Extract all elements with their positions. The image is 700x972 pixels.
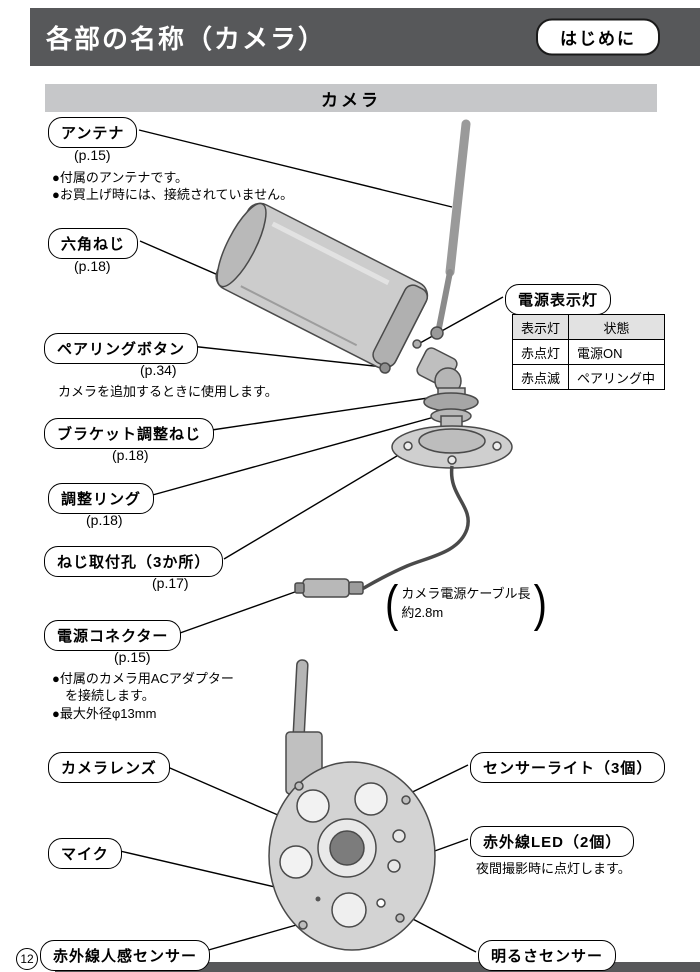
table-cell: ペアリング中 [568,364,665,390]
note-antenna-2: ●お買上げ時には、接続されていません。 [52,187,294,202]
ir-led-illustration [387,859,401,873]
table-row: 赤点灯 電源ON [512,339,665,365]
power-cable-illustration [361,465,470,591]
lens-inner [329,830,365,866]
table-cell: 電源ON [568,339,665,365]
label-adjust-ring: 調整リング [48,483,155,514]
label-camera-lens: カメラレンズ [48,752,170,783]
chapter-badge: はじめに [536,18,660,56]
page-ref-adjust-ring: (p.18) [86,512,123,528]
label-power-connector: 電源コネクター [44,620,182,651]
label-pairing-button: ペアリングボタン [44,333,199,364]
sensor-light-illustration [354,782,388,816]
page-header: 各部の名称（カメラ） はじめに [30,8,700,66]
page-ref-power-connector: (p.15) [114,649,151,665]
cable-note-line1: カメラ電源ケーブル長 [401,586,531,602]
label-ir-led: 赤外線LED（2個） [470,826,635,857]
label-mic: マイク [48,838,122,869]
note-pairing-button: カメラを追加するときに使用します。 [58,384,278,399]
label-bracket-screw: ブラケット調整ねじ [44,418,215,449]
sensor-light-illustration [296,789,330,823]
label-brightness-sensor: 明るさセンサー [478,940,617,971]
note-ir-led: 夜間撮影時に点灯します。 [476,861,631,876]
note-antenna-1: ●付属のアンテナです。 [52,170,189,185]
table-header-cell: 表示灯 [512,314,569,340]
table-row: 赤点滅 ペアリング中 [512,364,665,390]
camera-front-view [268,659,436,951]
footer-bar [55,962,700,972]
note-power-connector-3: ●最大外径φ13mm [52,706,157,721]
open-paren: ( [385,576,399,632]
close-paren: ) [533,576,547,632]
label-pir-sensor: 赤外線人感センサー [40,940,211,971]
antenna-front-illustration [292,659,309,739]
label-screw-holes: ねじ取付孔（3か所） [44,546,224,577]
mount-base-illustration [391,425,513,469]
camera-side-view [215,119,513,598]
label-hex-screw: 六角ねじ [48,228,139,259]
section-title: カメラ [45,84,657,112]
label-sensor-light: センサーライト（3個） [470,752,666,783]
page-title: 各部の名称（カメラ） [46,23,327,54]
page-ref-antenna: (p.15) [74,147,111,163]
page-ref-pairing-button: (p.34) [140,362,177,378]
page-number: 12 [16,948,38,970]
pairing-button-illustration [379,362,391,374]
label-antenna: アンテナ [48,117,138,148]
ir-led-illustration [392,829,406,843]
antenna-illustration [430,119,471,340]
screw-illustration [401,795,411,805]
page-ref-bracket-screw: (p.18) [112,447,149,463]
note-power-connector-1: ●付属のカメラ用ACアダプター [52,671,234,686]
power-connector-illustration [294,578,364,598]
cable-length-note: ( カメラ電源ケーブル長 約2.8m ) [385,579,547,629]
camera-body [215,202,429,370]
screw-illustration [298,920,308,930]
table-header-cell: 状態 [568,314,665,340]
power-indicator-table: 表示灯 状態 赤点灯 電源ON 赤点滅 ペアリング中 [512,314,665,390]
screw-illustration [395,913,405,923]
page-ref-screw-holes: (p.17) [152,575,189,591]
pir-sensor-illustration [331,892,367,928]
brightness-sensor-illustration [376,898,386,908]
mic-hole-illustration [315,896,321,902]
sensor-light-illustration [279,845,313,879]
table-cell: 赤点滅 [512,364,569,390]
label-power-indicator: 電源表示灯 [505,284,612,315]
screw-illustration [294,781,304,791]
cable-note-line2: 約2.8m [401,605,444,620]
page-ref-hex-screw: (p.18) [74,258,111,274]
note-power-connector-2: を接続します。 [52,688,155,703]
power-indicator-illustration [412,339,422,349]
table-cell: 赤点灯 [512,339,569,365]
